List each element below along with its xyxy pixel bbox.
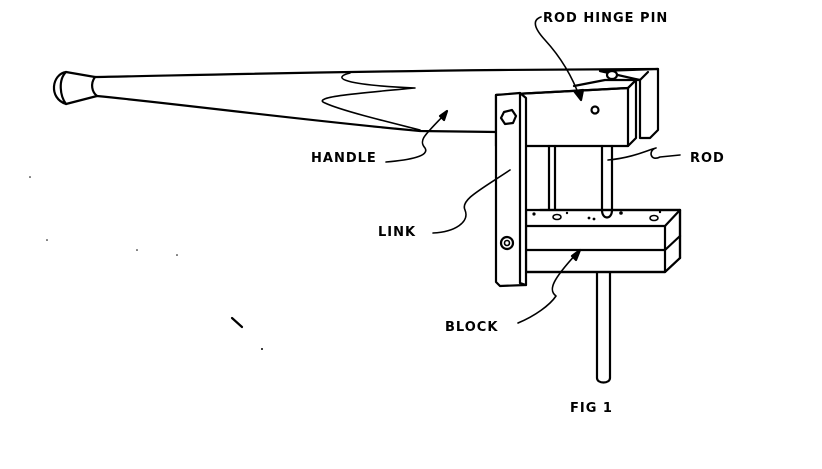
label-link: LINK (378, 225, 416, 240)
leader-lines (385, 16, 681, 324)
handle-jaw (494, 78, 638, 148)
handle-knob (52, 70, 68, 106)
handle (52, 67, 660, 134)
link-lower-bolt (499, 235, 515, 251)
handle-top-edge (93, 67, 660, 79)
rear-guide (547, 144, 557, 214)
rod (595, 144, 614, 384)
handle-bottom-edge (95, 94, 499, 134)
label-rod-hinge-pin: ROD HINGE PIN (543, 11, 668, 26)
leader-link (432, 169, 511, 234)
label-rod: ROD (690, 151, 725, 166)
handle-highlight (321, 72, 421, 131)
leader-block (517, 251, 579, 324)
hinge-pin-head (605, 69, 619, 81)
link (494, 91, 528, 288)
leader-handle (385, 113, 446, 163)
leader-rod-hinge-pin (534, 16, 581, 99)
block-hole (649, 214, 659, 222)
rear-jaw (572, 67, 660, 140)
rod-hinge-pin (590, 105, 600, 115)
stray-mark (230, 316, 244, 329)
block (524, 208, 682, 274)
block-hole (552, 213, 562, 221)
link-upper-bolt (499, 108, 518, 126)
label-block: BLOCK (445, 320, 498, 335)
handle-knob-outline (64, 70, 99, 106)
figure-caption: FIG 1 (570, 401, 613, 416)
label-handle: HANDLE (311, 151, 377, 166)
leader-rod (607, 147, 681, 161)
stray-marks (29, 176, 263, 350)
